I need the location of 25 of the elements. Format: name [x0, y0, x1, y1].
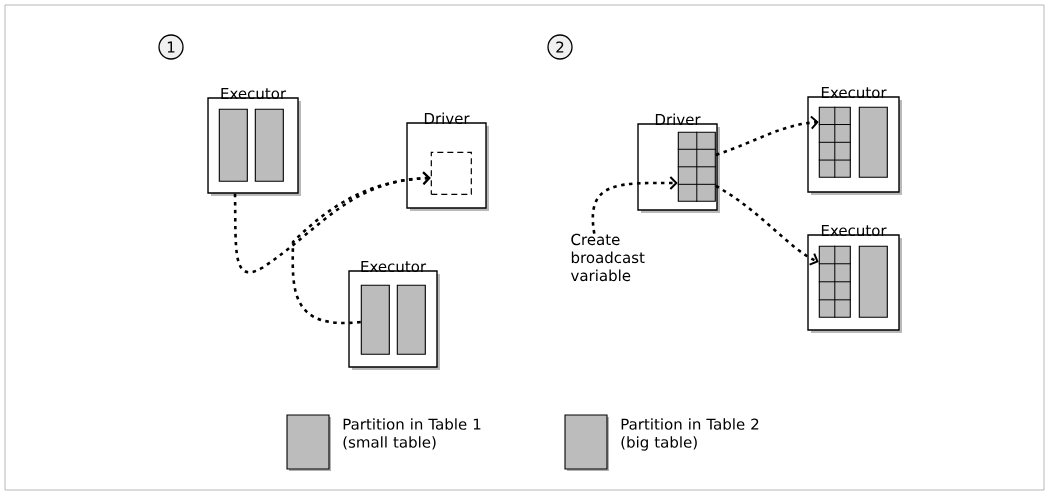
box-heading: Executor — [361, 260, 427, 273]
dotted-arrow — [715, 184, 819, 266]
legend-text: Partition in Table 2 (big table) — [621, 418, 759, 451]
dotted-arrow — [291, 171, 431, 325]
dotted-arrow — [591, 176, 678, 234]
box-heading: Driver — [655, 113, 701, 126]
step-number: 1 — [158, 34, 184, 60]
broadcast-grid — [677, 131, 717, 203]
partition-block — [360, 284, 390, 355]
partition-block — [218, 108, 248, 182]
box-heading: Driver — [424, 112, 470, 125]
empty-partition — [430, 151, 472, 195]
partition-block — [858, 245, 888, 318]
partition-block — [858, 106, 888, 178]
box-heading: Executor — [221, 87, 287, 100]
box-heading: Executor — [821, 86, 887, 99]
annotation-text: Create broadcast variable — [570, 233, 645, 282]
box-heading: Executor — [821, 224, 887, 237]
partition-block — [396, 284, 426, 355]
partition-block — [254, 108, 284, 182]
step-number: 2 — [547, 34, 573, 60]
legend-text: Partition in Table 1 (small table) — [343, 418, 481, 450]
dotted-arrow — [715, 115, 819, 157]
broadcast-grid — [818, 245, 852, 319]
broadcast-grid — [818, 106, 852, 179]
